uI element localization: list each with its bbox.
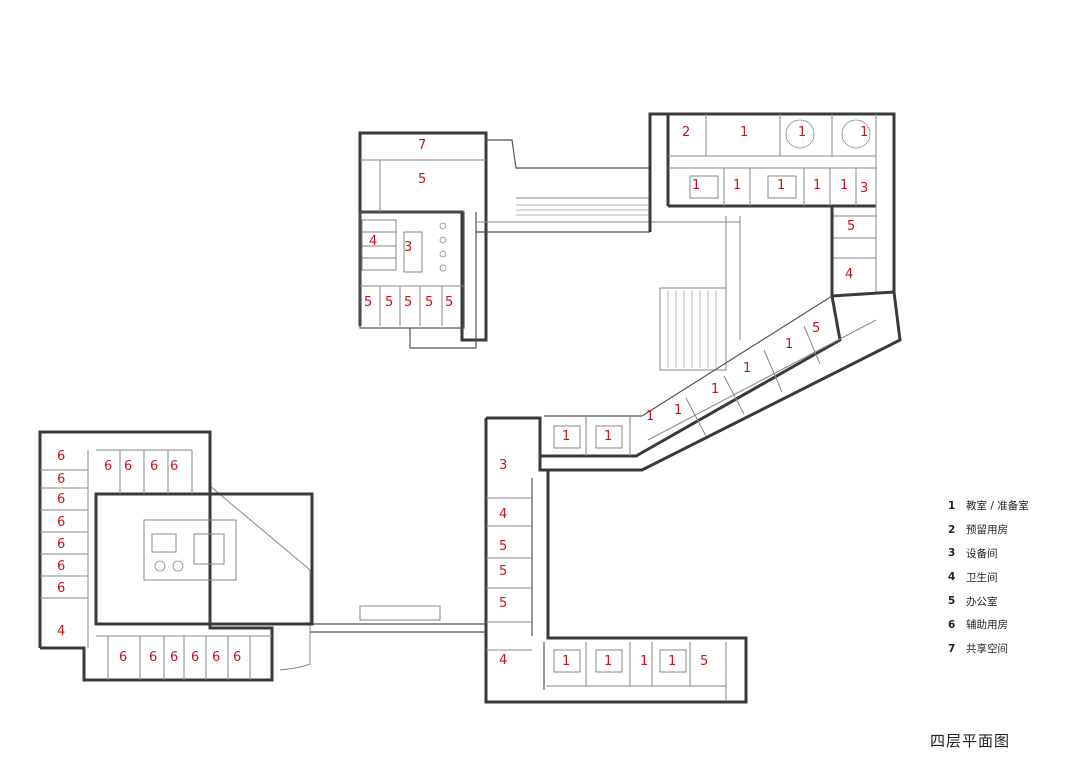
legend-text: 卫生间: [966, 571, 998, 584]
legend: 1 教室 / 准备室 2 预留用房 3 设备间 4 卫生间 5 办公室 6 辅助用房 7 共享…: [948, 494, 1068, 661]
room-label: 5: [499, 539, 507, 554]
room-label: 6: [150, 459, 158, 474]
room-label: 1: [646, 409, 654, 424]
room-label: 4: [369, 234, 377, 249]
room-label: 1: [785, 337, 793, 352]
room-label: 1: [711, 382, 719, 397]
legend-text: 办公室: [966, 595, 998, 608]
room-label: 6: [170, 459, 178, 474]
room-label: 5: [364, 295, 372, 310]
legend-item: 4 卫生间: [948, 565, 1068, 589]
link-corridor: [209, 485, 486, 671]
legend-text: 教室 / 准备室: [966, 500, 1029, 513]
room-label: 6: [57, 559, 65, 574]
block-top-right: [648, 112, 896, 340]
legend-text: 设备间: [966, 547, 998, 560]
room-label: 1: [640, 654, 648, 669]
room-label: 4: [845, 267, 853, 282]
room-label: 5: [700, 654, 708, 669]
bridge-top: [476, 139, 740, 233]
legend-number: 3: [948, 547, 956, 560]
room-label: 4: [57, 624, 65, 639]
legend-text: 辅助用房: [966, 619, 1008, 632]
room-label: 5: [404, 295, 412, 310]
block-spine: [484, 416, 748, 704]
legend-item: 7 共享空间: [948, 637, 1068, 661]
room-label: 1: [692, 178, 700, 193]
atrium-stairs: [659, 287, 727, 371]
room-label: 1: [733, 178, 741, 193]
legend-number: 4: [948, 571, 956, 584]
room-label: 1: [798, 125, 806, 140]
room-label: 6: [170, 650, 178, 665]
room-label: 5: [499, 596, 507, 611]
room-label: 5: [425, 295, 433, 310]
legend-number: 7: [948, 642, 956, 655]
legend-number: 1: [948, 499, 956, 512]
room-label: 1: [562, 429, 570, 444]
legend-number: 6: [948, 618, 956, 631]
legend-text: 共享空间: [966, 643, 1008, 656]
room-label: 6: [191, 650, 199, 665]
legend-item: 5 办公室: [948, 589, 1068, 613]
block-diagonal: [538, 290, 902, 472]
room-label: 3: [404, 240, 412, 255]
legend-number: 5: [948, 595, 956, 608]
room-label: 5: [385, 295, 393, 310]
room-label: 1: [668, 654, 676, 669]
room-label: 1: [604, 429, 612, 444]
room-label: 6: [149, 650, 157, 665]
legend-item: 1 教室 / 准备室: [948, 494, 1068, 518]
room-label: 1: [813, 178, 821, 193]
legend-number: 2: [948, 523, 956, 536]
legend-item: 2 预留用房: [948, 518, 1068, 542]
room-label: 1: [777, 178, 785, 193]
room-label: 5: [418, 172, 426, 187]
room-label: 5: [499, 564, 507, 579]
room-label: 2: [682, 125, 690, 140]
room-label: 3: [499, 458, 507, 473]
room-label: 1: [860, 125, 868, 140]
room-label: 6: [212, 650, 220, 665]
room-label: 6: [57, 492, 65, 507]
room-label: 1: [674, 403, 682, 418]
room-label: 6: [57, 581, 65, 596]
room-label: 5: [812, 321, 820, 336]
room-label: 7: [418, 138, 426, 153]
room-label: 1: [743, 361, 751, 376]
room-labels: 7 5 4 3 5 5 5 5 5 2 1 1 1 1 1 1 1 1 3 5 …: [57, 125, 868, 669]
legend-item: 3 设备间: [948, 542, 1068, 566]
room-label: 6: [104, 459, 112, 474]
room-label: 1: [740, 125, 748, 140]
room-label: 4: [499, 653, 507, 668]
legend-item: 6 辅助用房: [948, 613, 1068, 637]
block-bottom-left: [38, 430, 314, 682]
plan-caption: 四层平面图: [930, 732, 1011, 750]
room-label: 6: [57, 449, 65, 464]
room-label: 1: [604, 654, 612, 669]
room-label: 6: [57, 515, 65, 530]
room-label: 5: [847, 219, 855, 234]
room-label: 1: [562, 654, 570, 669]
legend-text: 预留用房: [966, 524, 1008, 537]
room-label: 6: [124, 459, 132, 474]
room-label: 4: [499, 507, 507, 522]
room-label: 3: [860, 181, 868, 196]
room-label: 5: [445, 295, 453, 310]
room-label: 6: [57, 472, 65, 487]
room-label: 6: [233, 650, 241, 665]
block-top-left: [358, 131, 488, 349]
room-label: 1: [840, 178, 848, 193]
room-label: 6: [119, 650, 127, 665]
room-label: 6: [57, 537, 65, 552]
